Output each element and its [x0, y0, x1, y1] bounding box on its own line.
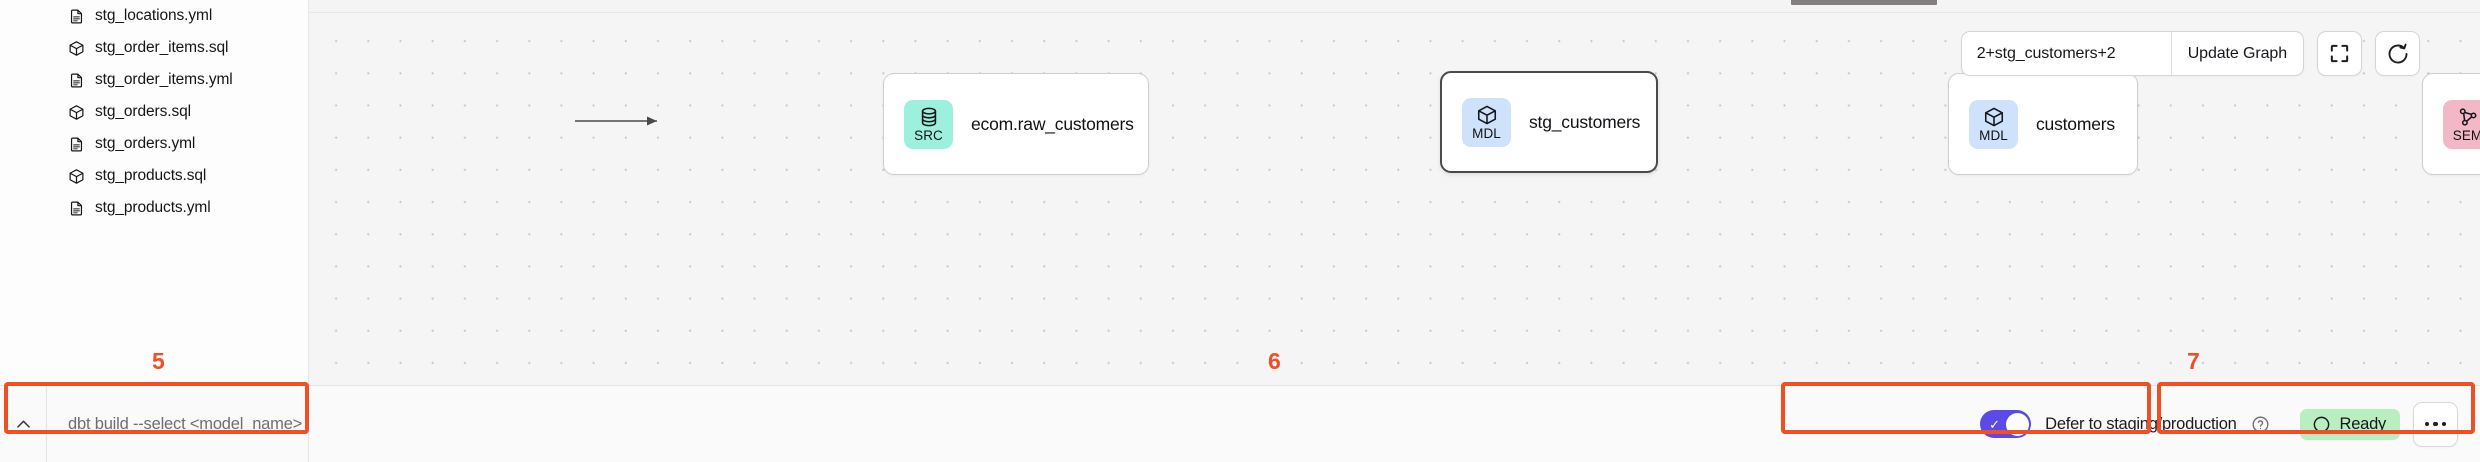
defer-toggle[interactable]: ✓	[1980, 410, 2032, 438]
cube-icon	[1983, 106, 2005, 129]
database-icon	[918, 106, 940, 129]
node-type-label: MDL	[1979, 127, 2008, 143]
active-tab-indicator	[1791, 0, 1937, 5]
graph-node[interactable]: MDL stg_customers	[1440, 71, 1658, 173]
file-list-item[interactable]: stg_products.sql	[0, 160, 308, 192]
toolbar-divider	[2170, 32, 2172, 75]
node-type-badge: MDL	[1462, 97, 1511, 147]
command-bar[interactable]: dbt build --select <model_name>	[0, 386, 309, 462]
bottom-status-bar: dbt build --select <model_name> ✓ Defer …	[0, 385, 2480, 462]
toggle-knob	[2005, 412, 2029, 436]
file-yml-icon	[68, 200, 85, 217]
cube-sql-icon	[68, 168, 85, 185]
file-yml-icon	[68, 136, 85, 153]
file-list: stg_locations.yml stg_order_items.sql st…	[0, 0, 308, 224]
file-name: stg_order_items.yml	[95, 71, 233, 88]
file-list-item[interactable]: stg_products.yml	[0, 192, 308, 224]
file-yml-icon	[70, 137, 83, 151]
command-input[interactable]: dbt build --select <model_name>	[68, 414, 303, 433]
cube-sql-icon	[69, 104, 84, 120]
node-type-badge: SEM	[2443, 99, 2480, 149]
graph-toolbar: Update Graph	[1960, 31, 2420, 76]
node-type-label: SEM	[2452, 127, 2480, 143]
file-list-item[interactable]: stg_order_items.sql	[0, 32, 308, 64]
node-label: customers	[2036, 113, 2115, 134]
graph-node[interactable]: MDL customers	[1948, 73, 2138, 175]
file-list-item[interactable]: stg_orders.yml	[0, 128, 308, 160]
defer-control: ✓ Defer to staging/production	[1962, 386, 2289, 462]
file-yml-icon	[68, 8, 85, 25]
chevron-up-icon	[16, 420, 30, 428]
file-name: stg_products.yml	[95, 199, 211, 216]
file-name: stg_locations.yml	[95, 7, 213, 24]
help-circle-icon[interactable]	[2251, 415, 2270, 434]
file-list-item[interactable]: stg_locations.yml	[0, 0, 308, 32]
file-list-item[interactable]: stg_order_items.yml	[0, 64, 308, 96]
cube-sql-icon	[68, 40, 85, 57]
lineage-graph-canvas[interactable]: Update Graph	[309, 0, 2480, 385]
cube-sql-icon	[69, 40, 84, 56]
expand-icon	[2330, 44, 2349, 63]
status-label: Ready	[2339, 414, 2387, 433]
semantic-graph-icon	[2459, 108, 2476, 126]
check-icon: ✓	[1989, 416, 2001, 432]
node-type-label: SRC	[914, 127, 943, 143]
file-name: stg_orders.sql	[95, 103, 191, 120]
ellipsis-icon	[2424, 421, 2447, 427]
editor-tab-strip[interactable]	[309, 0, 2480, 13]
node-label: stg_customers	[1529, 111, 1641, 132]
refresh-icon	[2388, 43, 2407, 63]
status-badge[interactable]: Ready	[2299, 408, 2400, 440]
node-label: ecom.raw_customers	[971, 113, 1134, 134]
bottom-right-controls: ✓ Defer to staging/production	[1962, 386, 2480, 462]
cube-icon	[1476, 104, 1498, 127]
file-name: stg_products.sql	[95, 167, 207, 184]
file-yml-icon	[68, 72, 85, 89]
graph-node[interactable]: SRC ecom.raw_customers	[883, 73, 1149, 175]
file-name: stg_orders.yml	[95, 135, 196, 152]
semantic-graph-icon	[2457, 106, 2479, 129]
node-type-badge: MDL	[1969, 99, 2018, 149]
node-type-badge: SRC	[904, 99, 953, 149]
more-options-button[interactable]	[2413, 401, 2458, 447]
cube-sql-icon	[69, 168, 84, 184]
update-graph-button[interactable]: Update Graph	[2172, 32, 2303, 75]
upper-region: stg_locations.yml stg_order_items.sql st…	[0, 0, 2480, 385]
cube-icon	[1477, 105, 1496, 125]
node-type-label: MDL	[1472, 125, 1501, 141]
cube-sql-icon	[68, 104, 85, 121]
file-tree-sidebar[interactable]: stg_locations.yml stg_order_items.sql st…	[0, 0, 309, 385]
fullscreen-button[interactable]	[2317, 31, 2362, 76]
file-list-item[interactable]: stg_orders.sql	[0, 96, 308, 128]
status-control: Ready	[2290, 386, 2464, 462]
circle-icon	[2313, 416, 2329, 432]
graph-selector-input[interactable]	[1961, 32, 2171, 75]
graph-node[interactable]: SEM customers	[2422, 73, 2480, 175]
defer-label: Defer to staging/production	[2045, 414, 2237, 433]
database-icon	[921, 107, 936, 127]
file-yml-icon	[70, 201, 83, 215]
collapse-console-button[interactable]	[0, 386, 47, 462]
file-yml-icon	[70, 73, 83, 87]
search-update-group: Update Graph	[1960, 31, 2304, 76]
refresh-graph-button[interactable]	[2375, 31, 2420, 76]
file-name: stg_order_items.sql	[95, 39, 229, 56]
file-yml-icon	[70, 9, 83, 23]
cube-icon	[1984, 107, 2003, 127]
